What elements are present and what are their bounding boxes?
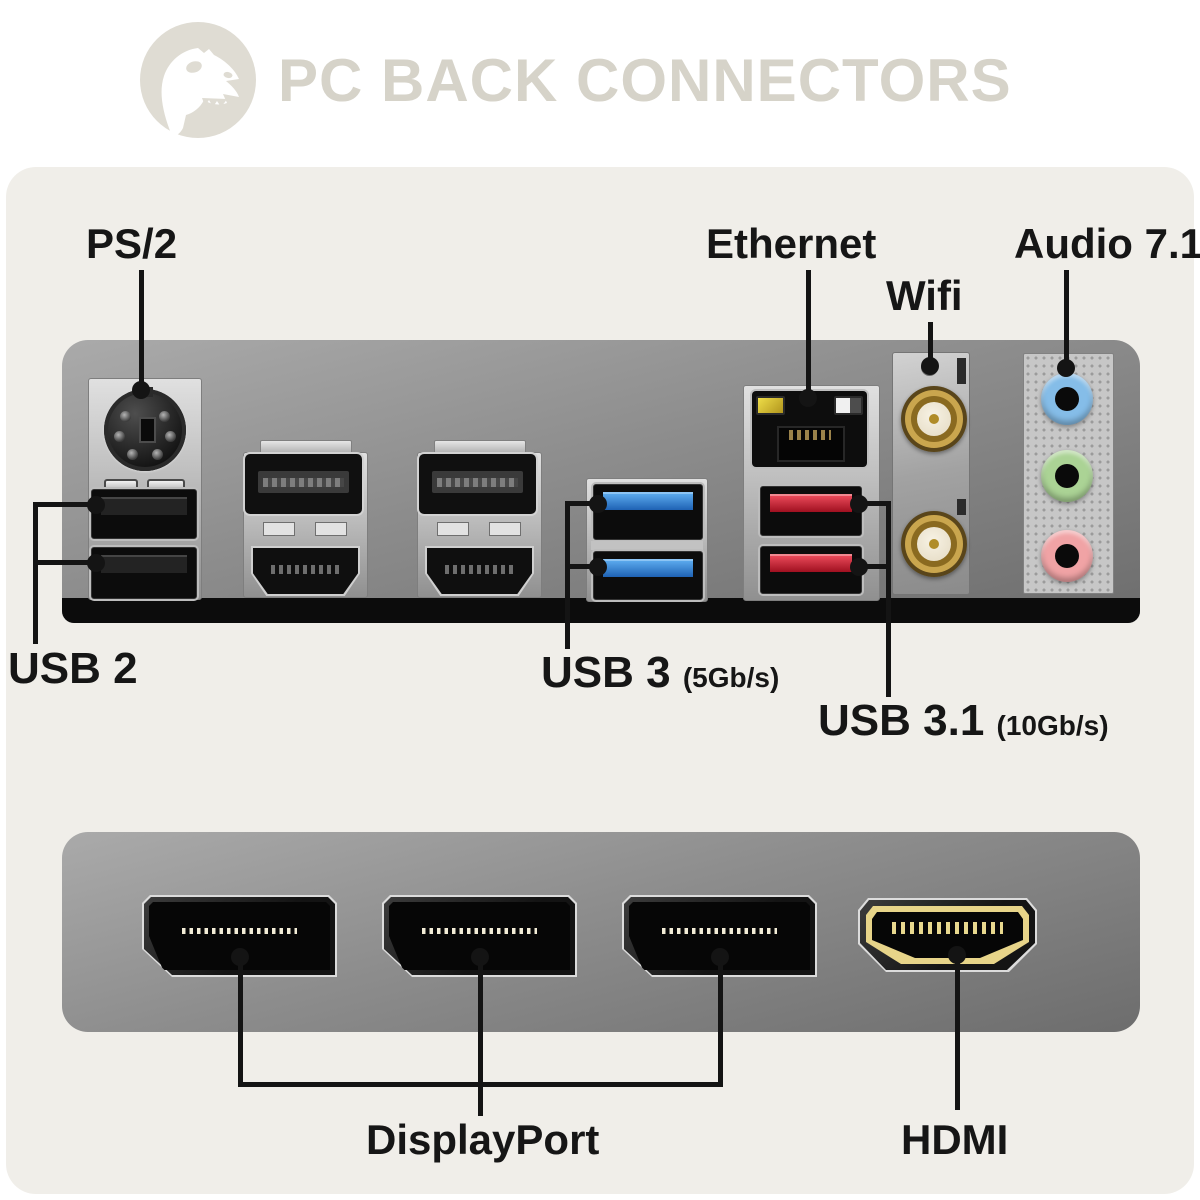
label-wifi: Wifi bbox=[886, 272, 963, 319]
dp-pins bbox=[422, 928, 537, 934]
audio-bracket bbox=[1023, 353, 1114, 594]
ethernet-led-left bbox=[756, 396, 785, 415]
bracket-clip bbox=[263, 522, 295, 536]
ps2-pin bbox=[159, 411, 170, 422]
bracket-clip bbox=[315, 522, 347, 536]
label-usb31: USB 3.1 (10Gb/s) bbox=[818, 696, 1109, 745]
usb3-tongue bbox=[603, 492, 693, 510]
label-ps2: PS/2 bbox=[86, 220, 178, 267]
usb3-leader-line bbox=[565, 501, 570, 649]
dp-slot bbox=[258, 471, 349, 493]
ethernet-led-right bbox=[834, 396, 863, 415]
ethernet-leader-dot bbox=[799, 389, 817, 407]
dp-hdmi-stack-2 bbox=[417, 440, 542, 598]
usb2-leader-dot bbox=[87, 496, 105, 514]
usb2-leader-line bbox=[35, 560, 95, 565]
bracket-clip bbox=[437, 522, 469, 536]
dp-pins bbox=[182, 928, 297, 934]
usb3-module bbox=[586, 478, 708, 602]
usb31-port-1 bbox=[760, 486, 862, 536]
label-usb3: USB 3 (5Gb/s) bbox=[541, 648, 780, 697]
rj45-pins bbox=[789, 430, 831, 440]
audio-jack-mic bbox=[1041, 530, 1093, 582]
dp-slot bbox=[432, 471, 523, 493]
usb3-port-2 bbox=[593, 551, 703, 600]
panel-edge-strip bbox=[62, 598, 1140, 623]
dp-leader-line bbox=[238, 952, 243, 1085]
displayport-mini bbox=[245, 454, 362, 514]
usb31-tongue bbox=[770, 494, 852, 512]
wifi-sma-connector-1 bbox=[901, 386, 967, 452]
label-hdmi: HDMI bbox=[901, 1116, 1009, 1163]
label-displayport: DisplayPort bbox=[366, 1116, 600, 1163]
page-title: PC BACK CONNECTORS bbox=[278, 47, 1012, 114]
dp-leader-line bbox=[718, 952, 723, 1085]
bracket-clip bbox=[489, 522, 521, 536]
ps2-usb2-module bbox=[88, 378, 202, 600]
divider bbox=[591, 541, 703, 550]
usb2-tongue bbox=[101, 555, 187, 573]
ps2-leader-dot bbox=[132, 381, 150, 399]
dp-pins bbox=[437, 478, 518, 487]
usb31-leader-line bbox=[861, 501, 891, 506]
ps2-leader-line bbox=[139, 270, 144, 388]
dp-leader-line bbox=[478, 952, 483, 1085]
usb2-leader-line bbox=[33, 502, 38, 644]
ps2-pin bbox=[127, 449, 138, 460]
dinosaur-logo bbox=[138, 20, 258, 140]
hdmi-pins bbox=[271, 565, 340, 574]
usb31-leader-line bbox=[861, 564, 891, 569]
bracket-notch bbox=[957, 358, 966, 384]
ps2-pin bbox=[114, 431, 125, 442]
ps2-pin bbox=[165, 431, 176, 442]
hdmi-opening bbox=[253, 548, 358, 594]
usb31-leader-dot bbox=[850, 495, 868, 513]
audio-leader-line bbox=[1064, 270, 1069, 366]
usb3-leader-line bbox=[567, 564, 599, 569]
audio-leader-dot bbox=[1057, 359, 1075, 377]
usb2-tongue bbox=[101, 497, 187, 515]
usb31-leader-line bbox=[886, 501, 891, 697]
usb3-tongue bbox=[603, 559, 693, 577]
hdmi-leader-line bbox=[955, 950, 960, 1110]
wifi-leader-dot bbox=[921, 357, 939, 375]
ethernet-leader-line bbox=[806, 270, 811, 396]
hdmi-mini bbox=[251, 546, 360, 596]
wifi-leader-line bbox=[928, 322, 933, 364]
usb3-port-1 bbox=[593, 484, 703, 540]
audio-jack-line-out bbox=[1041, 450, 1093, 502]
wifi-antenna-bracket bbox=[892, 352, 970, 595]
usb31-tongue bbox=[770, 554, 852, 572]
usb2-port-2 bbox=[91, 547, 197, 599]
usb2-leader-dot bbox=[87, 554, 105, 572]
ps2-pin bbox=[120, 411, 131, 422]
hdmi-mini bbox=[425, 546, 534, 596]
hdmi-pins bbox=[445, 565, 514, 574]
displayport-mini bbox=[419, 454, 536, 514]
audio-jack-line-in bbox=[1041, 373, 1093, 425]
dp-pins bbox=[263, 478, 344, 487]
ethernet-port bbox=[752, 391, 867, 467]
hdmi-port bbox=[858, 898, 1037, 972]
bracket-notch bbox=[957, 499, 966, 515]
dp-hdmi-stack-1 bbox=[243, 440, 368, 598]
wifi-sma-connector-2 bbox=[901, 511, 967, 577]
hdmi-pins bbox=[892, 922, 1003, 934]
ps2-pin bbox=[152, 449, 163, 460]
rj45-slot bbox=[777, 426, 845, 462]
label-usb2: USB 2 bbox=[8, 644, 138, 693]
label-ethernet: Ethernet bbox=[706, 220, 877, 267]
ps2-key-slot bbox=[139, 417, 156, 443]
usb2-leader-line bbox=[35, 502, 95, 507]
usb31-leader-dot bbox=[850, 558, 868, 576]
dp-pins bbox=[662, 928, 777, 934]
usb31-port-2 bbox=[760, 546, 862, 594]
usb2-port-1 bbox=[91, 489, 197, 539]
hdmi-opening bbox=[427, 548, 532, 594]
usb3-leader-line bbox=[567, 501, 599, 506]
dp-leader-line bbox=[478, 1082, 483, 1116]
label-audio: Audio 7.1 bbox=[1014, 220, 1200, 267]
